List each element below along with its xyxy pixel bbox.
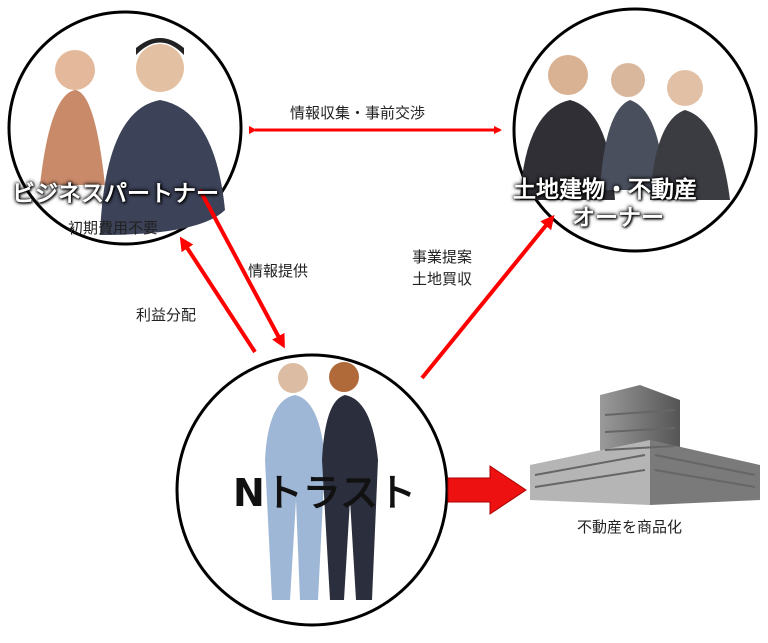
owner-title-line1: 土地建物・不動産 [513,177,697,203]
person-icon [322,395,378,600]
person-icon [40,90,105,185]
partner-note: 初期費用不要 [68,219,159,237]
info-provision-arrow [198,189,285,349]
owner-title-line2: オーナー [572,205,664,231]
person-icon [650,110,730,200]
profit-sharing-arrow [179,236,257,354]
proposal-label-line1: 事業提案 [412,248,473,266]
person-icon [520,100,615,200]
proposal-label-line2: 土地買収 [412,270,473,288]
partner-circle [7,10,243,246]
building-icon [530,385,760,505]
person-icon [600,100,665,190]
person-icon [265,395,325,600]
profit-sharing-label: 利益分配 [136,306,197,324]
company-circle [175,353,449,627]
company-name: Nトラスト [233,471,417,515]
partner-title: ビジネスパートナー [12,181,219,207]
partner-owner-label: 情報収集・事前交渉 [290,104,426,122]
owner-circle [512,7,758,253]
commercialize-label: 不動産を商品化 [577,518,683,536]
proposal-arrow [420,214,555,380]
info-provision-label: 情報提供 [248,262,309,280]
person-icon [100,100,225,235]
commercialize-arrow [447,465,527,515]
